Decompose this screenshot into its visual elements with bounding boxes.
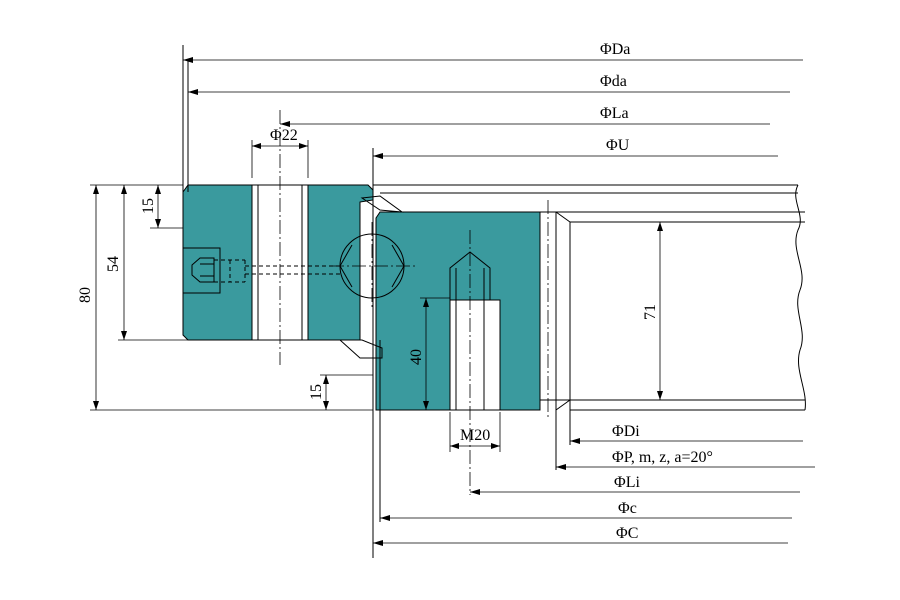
dim-height-outer: 54 bbox=[105, 185, 127, 340]
dim-bolt-hole: Φ22 bbox=[251, 127, 309, 178]
dim-big-c: ΦC bbox=[373, 525, 788, 546]
svg-text:Φ22: Φ22 bbox=[270, 127, 298, 144]
dim-pitch-gear: ΦP, m, z, a=20° bbox=[556, 449, 815, 470]
seal-top bbox=[360, 195, 404, 213]
seal-bottom bbox=[338, 339, 383, 359]
dim-thread-depth: 40 bbox=[408, 298, 429, 410]
svg-text:ΦP, m, z, a=20°: ΦP, m, z, a=20° bbox=[612, 449, 713, 466]
dim-outer-ring-inner: Φda bbox=[188, 73, 790, 95]
dim-offset-bottom: 15 bbox=[308, 375, 329, 410]
threaded-hole-inner bbox=[449, 299, 501, 411]
svg-text:M20: M20 bbox=[460, 427, 490, 444]
dim-small-c: Φc bbox=[380, 500, 792, 521]
svg-text:40: 40 bbox=[408, 349, 425, 365]
dim-inner-bolt-circle: ΦLi bbox=[470, 474, 800, 495]
svg-text:ΦU: ΦU bbox=[606, 137, 630, 154]
svg-text:ΦC: ΦC bbox=[616, 525, 638, 542]
dim-outer-diameter: ΦDa bbox=[183, 41, 803, 63]
dim-inner-diameter: ΦDi bbox=[570, 423, 803, 444]
svg-text:Φda: Φda bbox=[600, 73, 627, 90]
dim-thread: M20 bbox=[449, 412, 501, 452]
dim-inner-ring-outer: ΦU bbox=[373, 137, 778, 159]
svg-text:71: 71 bbox=[642, 304, 659, 320]
svg-text:Φc: Φc bbox=[618, 500, 637, 517]
inner-ring-section bbox=[375, 211, 541, 411]
dim-outer-bolt-circle: ΦLa bbox=[280, 105, 770, 127]
outer-ring-section bbox=[182, 184, 253, 341]
svg-text:ΦLa: ΦLa bbox=[600, 105, 629, 122]
svg-text:ΦLi: ΦLi bbox=[614, 474, 640, 491]
dim-gear-width: 71 bbox=[642, 222, 663, 400]
svg-text:ΦDi: ΦDi bbox=[612, 423, 640, 440]
svg-text:15: 15 bbox=[308, 384, 325, 400]
svg-text:ΦDa: ΦDa bbox=[600, 41, 630, 58]
dim-height-total: 80 bbox=[77, 185, 99, 410]
svg-text:54: 54 bbox=[105, 256, 122, 272]
svg-text:80: 80 bbox=[77, 287, 94, 303]
svg-text:15: 15 bbox=[140, 198, 157, 214]
grease-nipple-box bbox=[182, 247, 221, 294]
dim-offset-top: 15 bbox=[140, 185, 161, 228]
